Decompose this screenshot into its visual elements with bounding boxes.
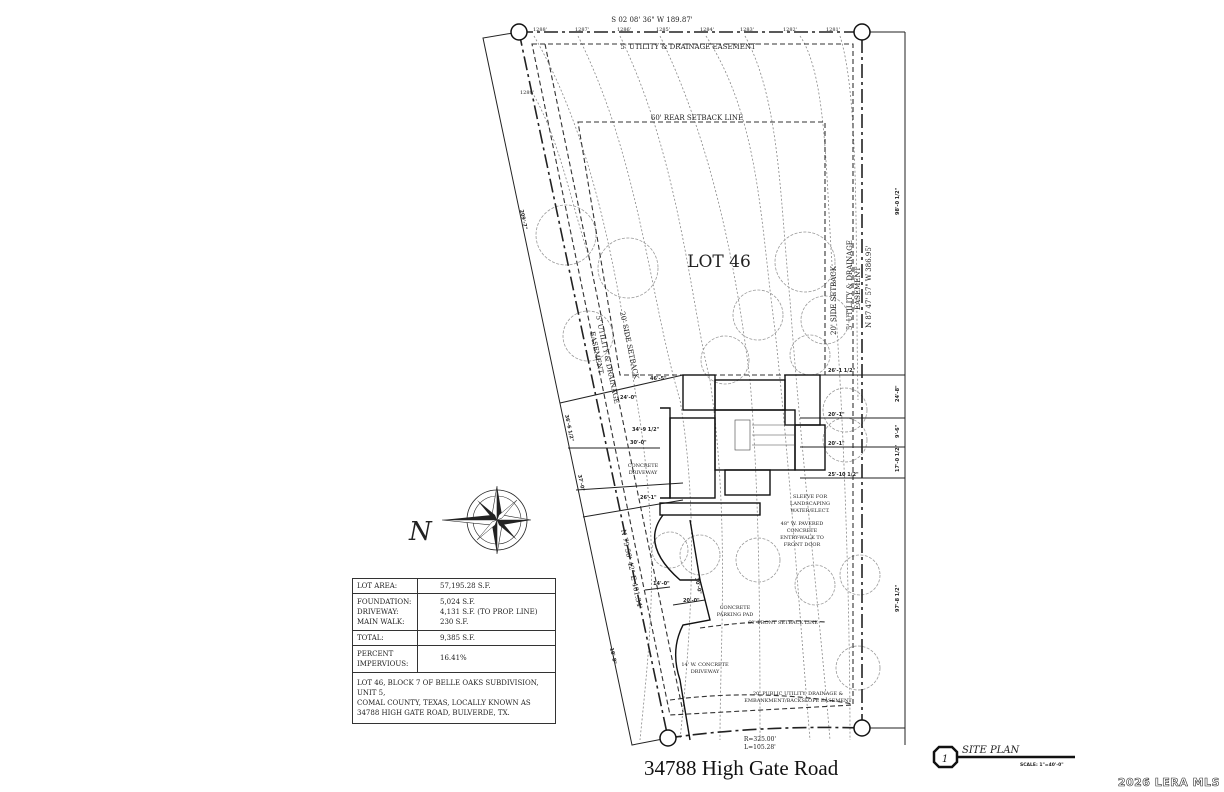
sheet-scale: SCALE: 1"=40'-0" — [1020, 762, 1064, 768]
main-walk-label: MAIN WALK: — [357, 618, 405, 626]
dim-far-right-c: 17'-0 1/2" — [895, 444, 901, 472]
driveway-value: 4,131 S.F. (TO PROP. LINE) — [440, 608, 538, 616]
left-setback-label: 20' SIDE SETBACK — [618, 311, 640, 381]
contour-label: 1283' — [740, 27, 754, 33]
compass-north-label: N — [408, 517, 433, 547]
dim-left-total: 209'-7" — [518, 209, 528, 230]
dim-far-right-b: 9'-6" — [895, 424, 901, 438]
legal-description-2: COMAL COUNTY, TEXAS, LOCALLY KNOWN AS — [357, 699, 531, 707]
contour-lines — [531, 35, 859, 741]
table-row-legal: LOT 46, BLOCK 7 OF BELLE OAKS SUBDIVISIO… — [353, 673, 555, 723]
top-bearing: S 02 08' 36" W 189.87' — [611, 16, 692, 24]
contour-label: 1287' — [575, 27, 589, 33]
curve-length: L=105.28' — [744, 744, 776, 751]
dim-pad-b: 20'-0" — [683, 598, 700, 604]
dim-pad-a: 14'-0" — [653, 581, 670, 587]
total-label: TOTAL: — [353, 631, 418, 645]
right-bearing: N 87 47' 57" W 386.95' — [865, 245, 873, 328]
dim-left-c: 18'-8" — [608, 647, 617, 665]
sheet-number: 1 — [942, 754, 948, 765]
dim-garage-b: 30'-0" — [630, 440, 647, 446]
dim-left-a: 36'-6 1/2" — [563, 414, 575, 442]
table-row-total: TOTAL: 9,385 S.F. — [353, 631, 555, 646]
right-setback-label: 20' SIDE SETBACK — [830, 265, 838, 335]
lot-area-label: LOT AREA: — [353, 579, 418, 593]
main-walk-value: 230 S.F. — [440, 618, 469, 626]
dim-pad-c: 30'-0" — [693, 577, 702, 595]
dim-house-top: 46'-5" — [650, 376, 667, 382]
lot-label: LOT 46 — [687, 252, 751, 272]
trees — [535, 204, 881, 691]
foundation-value: 5,024 S.F. — [440, 598, 476, 606]
rear-setback-label: 60' REAR SETBACK LINE — [651, 114, 743, 122]
total-value: 9,385 S.F. — [440, 634, 476, 642]
driveway-label: DRIVEWAY: — [357, 608, 399, 616]
property-corners — [510, 23, 871, 747]
title-block: 1 SITE PLAN SCALE: 1"=40'-0" — [932, 745, 1075, 769]
table-row-items: FOUNDATION: DRIVEWAY: MAIN WALK: 5,024 S… — [353, 594, 555, 631]
contour-label: 1286' — [617, 27, 631, 33]
lot-area-value: 57,195.28 S.F. — [440, 582, 491, 590]
dim-garage-c: 26'-1" — [640, 495, 657, 501]
contour-label: 1288' — [533, 27, 547, 33]
legal-description: LOT 46, BLOCK 7 OF BELLE OAKS SUBDIVISIO… — [357, 679, 539, 697]
dim-left-b: 37'-0" — [576, 474, 585, 492]
dim-far-right-top: 98'-0 1/2" — [895, 187, 901, 215]
impervious-label-2: IMPERVIOUS: — [357, 660, 409, 668]
dim-garage-a: 34'-9 1/2" — [632, 427, 660, 433]
note-public-easement: 20' PUBLIC UTILITY, DRAINAGE &EMBANKMENT… — [744, 691, 852, 704]
property-address: 34788 High Gate Road — [644, 756, 839, 780]
north-arrow-compass: N — [408, 485, 532, 555]
impervious-cover-table: LOT AREA: 57,195.28 S.F. FOUNDATION: DRI… — [352, 578, 556, 724]
contour-label: 1281' — [826, 27, 840, 33]
impervious-value: 16.41% — [440, 654, 467, 662]
right-easement-label: 5' UTILITY & DRAINAGE — [846, 240, 854, 330]
impervious-label: PERCENT — [357, 650, 394, 658]
curve-radius: R=325.00' — [744, 736, 777, 743]
drawing-labels: S 02 08' 36" W 189.87' 1288' 1287' 1286'… — [518, 16, 901, 751]
foundation-label: FOUNDATION: — [357, 598, 412, 606]
right-easement-label-2: EASEMENT — [854, 267, 862, 310]
table-row-lot-area: LOT AREA: 57,195.28 S.F. — [353, 579, 555, 594]
dim-right-b: 20'-1" — [828, 412, 845, 418]
contour-label: 1284' — [700, 27, 714, 33]
contour-label: 1282' — [783, 27, 797, 33]
house-footprint — [653, 374, 826, 741]
dim-right-c: 20'-1" — [828, 441, 845, 447]
rear-easement-label: 5' UTILITY & DRAINAGE EASEMENT — [620, 43, 756, 51]
legal-description-3: 34788 HIGH GATE ROAD, BULVERDE, TX. — [357, 709, 510, 717]
dim-far-right-bottom: 97'-8 1/2" — [895, 584, 901, 612]
dim-right-a: 26'-1 1/2" — [828, 368, 856, 374]
contour-label: 1289' — [520, 90, 534, 96]
sheet-title: SITE PLAN — [962, 745, 1021, 756]
mls-watermark: 2026 LERA MLS — [1117, 776, 1220, 790]
dim-right-d: 25'-10 1/2" — [828, 472, 859, 478]
dim-garage-width: 24'-0" — [620, 395, 637, 401]
dim-far-right-a: 24'-8" — [895, 385, 901, 402]
table-row-impervious: PERCENT IMPERVIOUS: 16.41% — [353, 646, 555, 673]
note-front-setback: 60' FRONT SETBACK LINE — [748, 620, 818, 626]
contour-label: 1285' — [656, 27, 670, 33]
